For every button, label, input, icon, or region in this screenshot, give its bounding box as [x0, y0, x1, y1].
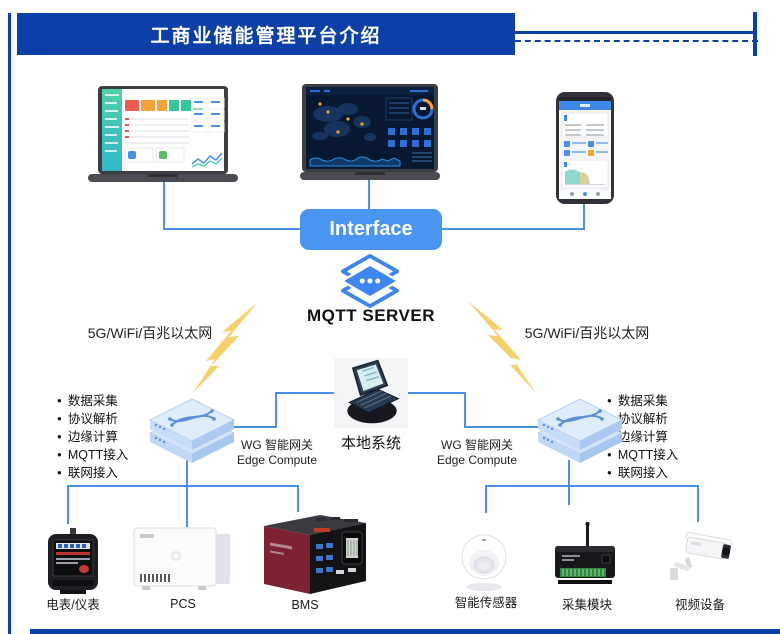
- connector-line: [464, 392, 466, 428]
- data-collection-module-image: [555, 522, 615, 584]
- gateway-name-right: WG 智能网关 Edge Compute: [422, 438, 532, 468]
- connector-line: [583, 200, 585, 229]
- bms-unit-image: [264, 515, 366, 594]
- feature-item: 边缘计算: [607, 428, 737, 446]
- network-switch-icon: [148, 398, 236, 463]
- feature-item: 协议解析: [607, 410, 737, 428]
- header-banner: 工商业储能管理平台介绍: [17, 13, 515, 55]
- gateway-feature-list-left: 数据采集 协议解析 边缘计算 MQTT接入 联网接入: [57, 392, 187, 482]
- feature-item: 联网接入: [607, 464, 737, 482]
- device-label: 视频设备: [674, 598, 725, 612]
- device-label: BMS: [291, 598, 319, 612]
- feature-item: 联网接入: [57, 464, 187, 482]
- feature-item: 边缘计算: [57, 428, 187, 446]
- mqtt-server-label: MQTT SERVER: [307, 306, 435, 325]
- pcs-inverter-image: [133, 527, 230, 590]
- device-label: 采集模块: [561, 598, 612, 612]
- interface-label: Interface: [329, 218, 413, 240]
- network-label-right: 5G/WiFi/百兆以太网: [524, 325, 650, 341]
- device-label: 电表/仪表: [46, 598, 100, 612]
- network-label-left: 5G/WiFi/百兆以太网: [87, 325, 213, 341]
- gateway-subtitle: Edge Compute: [436, 453, 518, 467]
- connector-line: [368, 180, 370, 210]
- bottom-rule: [30, 629, 780, 634]
- connector-line: [697, 485, 699, 522]
- device-label: 智能传感器: [454, 596, 518, 610]
- feature-item: 数据采集: [607, 392, 737, 410]
- gateway-subtitle: Edge Compute: [236, 453, 318, 467]
- web-dashboard-laptop: [88, 86, 238, 182]
- feature-item: MQTT接入: [607, 446, 737, 464]
- connector-line: [408, 392, 466, 394]
- connector-line: [275, 392, 334, 394]
- gateway-name-left: WG 智能网关 Edge Compute: [222, 438, 332, 468]
- connector-line: [67, 485, 69, 524]
- connector-line: [163, 182, 165, 229]
- monitoring-dashboard-laptop: [300, 84, 440, 180]
- local-system-label: 本地系统: [340, 435, 401, 452]
- gateway-feature-list-right: 数据采集 协议解析 边缘计算 MQTT接入 联网接入: [607, 392, 737, 482]
- header-solid-line: [515, 31, 753, 34]
- connector-line: [485, 485, 699, 487]
- gateway-name: WG 智能网关: [441, 438, 513, 452]
- feature-item: 数据采集: [57, 392, 187, 410]
- feature-item: MQTT接入: [57, 446, 187, 464]
- connector-line: [186, 460, 188, 487]
- laptop-icon: [347, 359, 400, 424]
- lightning-bolt-icon: [193, 303, 257, 393]
- mqtt-server-icon: [340, 253, 400, 309]
- device-label: PCS: [170, 597, 196, 611]
- connector-line: [67, 485, 299, 487]
- connector-line: [485, 485, 487, 513]
- header-end-bar: [753, 12, 757, 56]
- gateway-name: WG 智能网关: [241, 438, 313, 452]
- header-dashed-line: [515, 40, 758, 42]
- connector-line: [186, 485, 188, 527]
- feature-item: 协议解析: [57, 410, 187, 428]
- cctv-camera-image: [670, 532, 733, 580]
- left-rule: [8, 13, 11, 634]
- page-title: 工商业储能管理平台介绍: [150, 25, 382, 47]
- lightning-bolt-icon: [468, 301, 536, 393]
- connector-line: [225, 426, 277, 428]
- mobile-app-phone: [556, 92, 614, 204]
- network-switch-icon: [536, 398, 624, 463]
- smart-sensor-image: [461, 534, 507, 591]
- connector-line: [568, 485, 570, 505]
- electric-meter-image: [48, 528, 98, 594]
- connector-line: [568, 460, 570, 487]
- connector-line: [297, 485, 299, 512]
- connector-line: [275, 392, 277, 428]
- interface-node: Interface: [300, 209, 442, 250]
- connector-line: [464, 426, 538, 428]
